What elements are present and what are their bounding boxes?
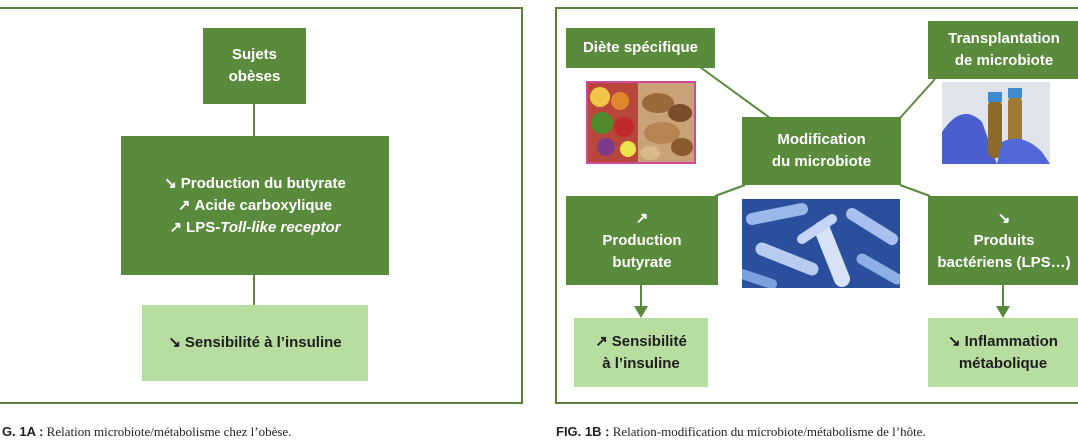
- fig1b-caption-label: FIG. 1B :: [556, 424, 610, 439]
- fig1a-effect-lps-text: LPS-: [186, 218, 221, 236]
- arrow-down-right-icon: ↘: [168, 334, 181, 351]
- fig1a-effect-acide: ↗Acide carboxylique: [178, 195, 332, 217]
- fig1a-box-effects: ↘Production du butyrate ↗Acide carboxyli…: [121, 136, 389, 275]
- fig1b-box-production: ↗ Production butyrate: [566, 196, 718, 285]
- fig1b-box-sensibilite: ↗Sensibilité à l’insuline: [574, 318, 708, 387]
- arrow-down-right-icon: ↘: [997, 209, 1011, 227]
- fig1a-sensibilite-text: Sensibilité à l’insuline: [184, 334, 342, 351]
- arrow-down-right-icon: ↘: [948, 332, 961, 350]
- fig1a-sensibilite-line: ↘Sensibilité à l’insuline: [168, 332, 341, 354]
- fig1a-effect-lps: ↗LPS-Toll-like receptor: [169, 217, 340, 239]
- arrow-up-right-icon: ↗: [169, 218, 183, 236]
- fig1a-effect-acide-text: Acide carboxylique: [194, 196, 333, 214]
- fig1b-sensibilite-line1: ↗Sensibilité: [595, 331, 687, 353]
- fig1b-modification-line1: Modification: [777, 131, 866, 148]
- fig1b-inflammation-text1: Inflammation: [964, 332, 1058, 350]
- fig1a-caption-label: G. 1A :: [2, 424, 44, 439]
- connector-diete-modification: [699, 66, 771, 119]
- fig1a-connector-bottom: [253, 274, 255, 305]
- fig1b-sensibilite-text1: Sensibilité: [611, 332, 687, 350]
- fig1b-production-line1: Production: [602, 231, 682, 249]
- fig1b-diete-text: Diète spécifique: [582, 39, 699, 56]
- fig1b-modification-line2: du microbiote: [771, 153, 872, 170]
- arrowhead-inflammation-icon: [996, 306, 1010, 318]
- connector-modification-produits: [899, 184, 931, 197]
- fig1b-caption-text: Relation-modification du microbiote/méta…: [609, 424, 926, 439]
- fig1b-box-transplantation: Transplantation de microbiote: [928, 21, 1078, 79]
- fig1b-sensibilite-line2: à l’insuline: [602, 354, 680, 372]
- food-photo: [586, 81, 696, 164]
- fig1b-produits-line2: bactériens (LPS…): [937, 253, 1071, 271]
- fig1b-box-diete: Diète spécifique: [566, 28, 715, 68]
- arrowhead-sensibilite-icon: [634, 306, 648, 318]
- arrow-down-right-icon: ↘: [164, 174, 177, 192]
- fig1a-effect-butyrate: ↘Production du butyrate: [164, 173, 346, 195]
- fig1a-caption: G. 1A : Relation microbiote/métabolisme …: [2, 424, 291, 440]
- fig1a-effect-butyrate-text: Production du butyrate: [180, 174, 346, 192]
- fig1a-caption-text: Relation microbiote/métabolisme chez l’o…: [43, 424, 292, 439]
- fig1b-inflammation-line2: métabolique: [958, 354, 1048, 372]
- fig1a-connector-top: [253, 103, 255, 137]
- arrow-up-right-icon: ↗: [177, 196, 191, 214]
- fig1a-sujets-line1: Sujets: [231, 46, 277, 63]
- bacteria-photo: [742, 199, 900, 288]
- fig1a-sujets-line2: obèses: [228, 68, 281, 85]
- fig1b-inflammation-line1: ↘Inflammation: [948, 331, 1058, 353]
- fig1b-box-produits: ↘ Produits bactériens (LPS…): [928, 196, 1078, 285]
- fig1b-transplant-line1: Transplantation: [948, 30, 1060, 47]
- connector-transplant-modification: [899, 78, 936, 119]
- fig1a-box-sensibilite: ↘Sensibilité à l’insuline: [142, 305, 368, 381]
- fig1a-effect-lps-italic: Toll-like receptor: [220, 218, 341, 236]
- arrow-up-right-icon: ↗: [635, 209, 649, 227]
- sample-tubes-photo: [942, 82, 1050, 164]
- fig1b-box-inflammation: ↘Inflammation métabolique: [928, 318, 1078, 387]
- fig1b-production-line2: butyrate: [612, 253, 672, 271]
- connector-modification-production: [714, 184, 746, 197]
- fig1b-produits-line1: Produits: [973, 231, 1035, 249]
- fig1a-box-sujets-obeses: Sujets obèses: [203, 28, 306, 104]
- arrow-up-right-icon: ↗: [595, 332, 608, 350]
- fig1b-transplant-line2: de microbiote: [954, 52, 1054, 69]
- fig1b-caption: FIG. 1B : Relation-modification du micro…: [556, 424, 926, 440]
- fig1b-box-modification: Modification du microbiote: [742, 117, 901, 185]
